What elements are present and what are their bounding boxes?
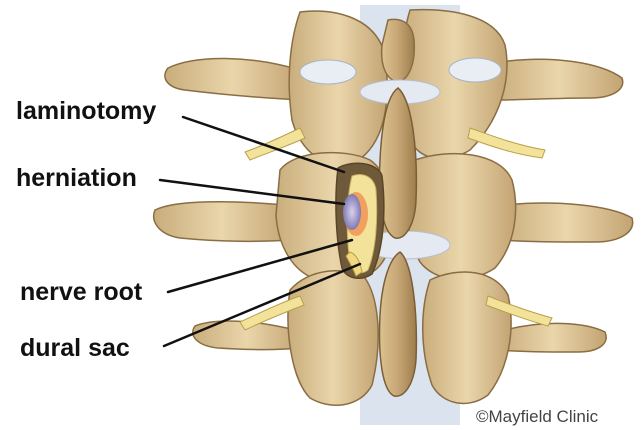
laminotomy-label: laminotomy <box>16 99 156 124</box>
herniation-label: herniation <box>16 166 137 191</box>
copyright-credit: ©Mayfield Clinic <box>476 408 598 425</box>
upper-right-nerve-root <box>468 128 545 158</box>
herniation-shape <box>343 194 361 230</box>
upper-right-transverse-process <box>495 59 623 100</box>
upper-spinous-tip <box>382 19 415 82</box>
middle-left-transverse-process <box>154 202 290 242</box>
laminotomy-window <box>336 163 384 278</box>
middle-right-transverse-process <box>500 203 633 242</box>
lower-right-transverse-process <box>500 323 606 352</box>
middle-right-lamina <box>407 154 516 279</box>
lower-left-lamina <box>288 271 378 406</box>
dural-sac-label: dural sac <box>20 336 130 361</box>
lower-right-lamina <box>423 272 511 403</box>
upper-left-transverse-process <box>165 58 300 100</box>
nerve-root-label: nerve root <box>20 280 142 305</box>
